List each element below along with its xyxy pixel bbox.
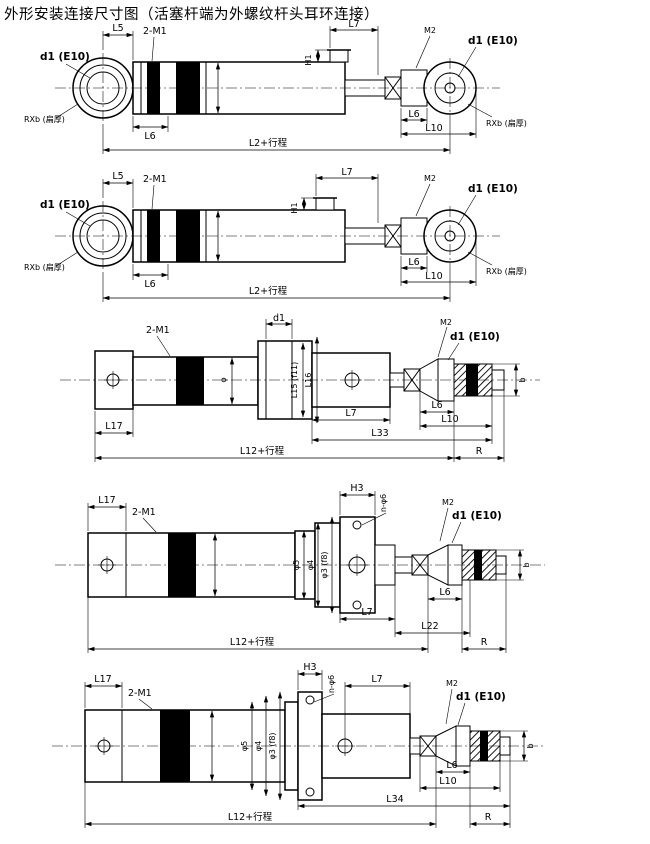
- dim-l6-right: L6: [408, 257, 419, 268]
- diagram-4-front-flange: L17 2-M1 φ5 φ4 φ3 (f8) H3 n-φ6 M2 d1 (E1…: [55, 483, 545, 653]
- dim-l2-stroke: L2+行程: [249, 137, 288, 149]
- dim-phi: φ: [219, 377, 228, 382]
- dim-l17: L17: [94, 674, 111, 685]
- dim-l7: L7: [345, 408, 356, 419]
- dim-l7: L7: [341, 168, 352, 178]
- cylinder-outline: [52, 691, 545, 801]
- dimensions: L17 2-M1 φ5 φ4 φ3 (f8) H3 n-φ6 M2 d1 (E1…: [87, 483, 531, 653]
- page-title: 外形安装连接尺寸图（活塞杆端为外螺纹杆头耳环连接）: [4, 7, 379, 23]
- dim-rxb-left: RXb (扁厚): [24, 262, 65, 272]
- dim-l10: L10: [441, 414, 458, 425]
- diagram-1-double-earring-a: L5 2-M1 L7 H1 M2 d1 (E10) d1 (E10) RXb (…: [24, 20, 527, 154]
- dim-d1-right: d1 (E10): [468, 183, 518, 195]
- dim-m2: M2: [446, 679, 458, 688]
- dimensions: L17 2-M1 φ5 φ4 φ3 (f8) H3 n-φ6 L7 M2 d1 …: [84, 662, 535, 828]
- dim-m2: M2: [424, 174, 436, 183]
- dim-d1-left: d1 (E10): [40, 51, 90, 63]
- dim-r: R: [485, 812, 492, 823]
- cylinder-outline: [55, 197, 500, 271]
- dim-phi5: φ5: [292, 560, 301, 570]
- dim-l7: L7: [361, 607, 372, 618]
- dim-phi5: φ5: [240, 741, 249, 751]
- dim-rxb-left: RXb (扁厚): [24, 114, 65, 124]
- dim-h3: H3: [303, 662, 316, 673]
- dim-d1-left: d1 (E10): [40, 199, 90, 211]
- dim-l6-right: L6: [408, 109, 419, 120]
- dim-l33: L33: [371, 428, 388, 439]
- dim-2-m1: 2-M1: [143, 174, 167, 185]
- dim-b: b: [526, 743, 535, 748]
- dim-m2: M2: [424, 26, 436, 35]
- dim-m2: M2: [440, 318, 452, 327]
- dim-l5: L5: [112, 171, 123, 182]
- dim-l6-left: L6: [144, 279, 155, 290]
- dim-rxb-right: RXb (扁厚): [486, 266, 527, 276]
- dim-l17: L17: [105, 421, 122, 432]
- dim-l6: L6: [431, 400, 442, 411]
- diagram-5-front-flange-long: L17 2-M1 φ5 φ4 φ3 (f8) H3 n-φ6 L7 M2 d1 …: [52, 662, 545, 828]
- dim-l34: L34: [386, 794, 403, 805]
- dim-2-m1: 2-M1: [146, 325, 170, 336]
- diagram-2-double-earring-b: L5 2-M1 L7 H1 M2 d1 (E10) d1 (E10) RXb (…: [24, 168, 527, 302]
- dim-n-phi6: n-φ6: [379, 494, 388, 512]
- dim-l10: L10: [425, 271, 442, 282]
- dim-d1-right: d1 (E10): [468, 35, 518, 47]
- dim-2-m1: 2-M1: [128, 688, 152, 699]
- dim-l16: L16: [304, 373, 313, 388]
- dim-phi3: φ3 (f8): [268, 732, 277, 759]
- dim-h3: H3: [350, 483, 363, 494]
- dim-d1-e10: d1 (E10): [452, 510, 502, 522]
- dim-l5: L5: [112, 23, 123, 34]
- dim-phi4: φ4: [306, 560, 315, 570]
- diagram-3-mid-flange: d1 2-M1 φ L15 (f11) L16 M2 d1 (E10) b L1…: [60, 313, 540, 462]
- dim-2-m1: 2-M1: [132, 507, 156, 518]
- dim-b: b: [518, 377, 527, 382]
- dim-d1-e10: d1 (E10): [456, 691, 506, 703]
- cylinder-outline: [55, 49, 500, 123]
- dimensions: d1 2-M1 φ L15 (f11) L16 M2 d1 (E10) b L1…: [94, 313, 527, 462]
- dim-n-phi6: n-φ6: [327, 675, 336, 693]
- dim-l10: L10: [425, 123, 442, 134]
- dim-l10: L10: [439, 776, 456, 787]
- dim-d1-e10: d1 (E10): [450, 331, 500, 343]
- dim-h1: H1: [304, 54, 313, 65]
- dimensions: L5 2-M1 L7 H1 M2 d1 (E10) d1 (E10) RXb (…: [24, 168, 527, 302]
- dim-rxb-right: RXb (扁厚): [486, 118, 527, 128]
- dim-l2-stroke: L2+行程: [249, 285, 288, 297]
- dim-l6: L6: [446, 760, 457, 771]
- dim-l6-left: L6: [144, 131, 155, 142]
- dim-l15: L15 (f11): [290, 362, 299, 398]
- dim-d1: d1: [273, 313, 285, 324]
- dim-r: R: [476, 446, 483, 457]
- dim-l7: L7: [348, 20, 359, 30]
- dim-m2: M2: [442, 498, 454, 507]
- dim-2-m1: 2-M1: [143, 26, 167, 37]
- dim-phi3: φ3 (f8): [320, 551, 329, 578]
- dim-b: b: [522, 562, 531, 567]
- dim-phi4: φ4: [254, 741, 263, 751]
- dim-l22: L22: [421, 621, 438, 632]
- dim-l7: L7: [371, 674, 382, 685]
- dim-h1: H1: [290, 202, 299, 213]
- dim-l12-stroke: L12+行程: [230, 636, 275, 648]
- dim-l17: L17: [98, 495, 115, 506]
- dim-l12-stroke: L12+行程: [228, 811, 273, 823]
- dim-l12-stroke: L12+行程: [240, 445, 285, 457]
- cylinder-outline: [60, 340, 540, 420]
- dimensions: L5 2-M1 L7 H1 M2 d1 (E10) d1 (E10) RXb (…: [24, 20, 527, 154]
- dim-r: R: [481, 637, 488, 648]
- dim-l6: L6: [439, 587, 450, 598]
